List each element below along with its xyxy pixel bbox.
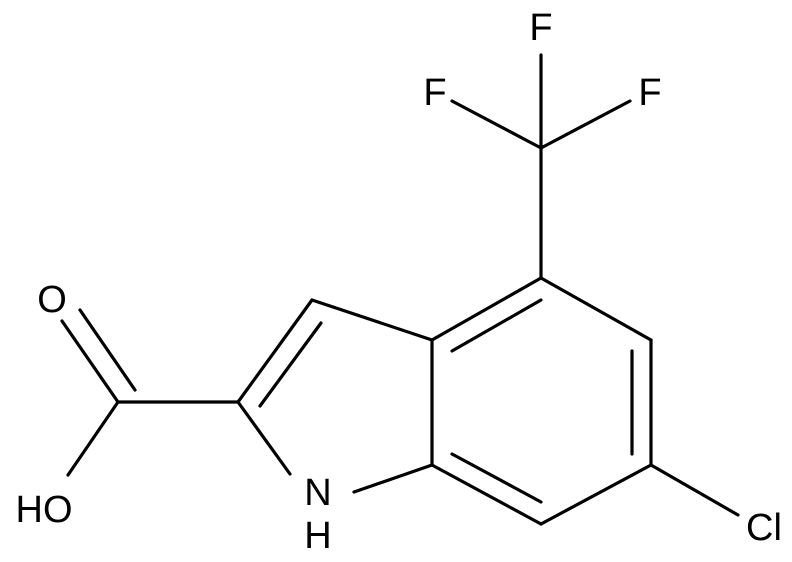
bond-c6-cl <box>649 463 740 517</box>
atom-f-right: F <box>638 72 661 114</box>
bond-c3a-c4-inner <box>450 298 543 353</box>
atom-nitrogen: N <box>304 472 331 514</box>
bond-c3a-c4 <box>430 276 543 342</box>
bond-c6-c7 <box>539 463 653 526</box>
bond-c3-c2 <box>236 298 314 404</box>
bond-c-oh <box>66 400 120 477</box>
atom-f-left: F <box>423 72 446 114</box>
bond-c-f-right <box>539 99 632 150</box>
bond-c3-c2-inner <box>258 321 323 408</box>
atom-hydroxyl: HO <box>16 489 73 531</box>
bond-c7-c7a-inner <box>450 452 543 504</box>
bond-n1-c7a <box>352 463 434 494</box>
bond-c3a-c3 <box>310 298 434 342</box>
atom-oxygen-carbonyl: O <box>37 279 67 321</box>
atom-nitrogen-hydrogen: H <box>304 515 331 557</box>
bond-c-o-double-a <box>60 319 120 404</box>
bond-c-o-double-b <box>78 308 137 392</box>
atom-f-top: F <box>529 7 552 49</box>
atom-chlorine: Cl <box>746 507 782 549</box>
bond-c4-c5 <box>539 276 653 342</box>
bond-c7-c7a <box>430 463 543 526</box>
bond-c-f-left <box>450 99 543 150</box>
bond-c2-n1 <box>236 400 292 476</box>
